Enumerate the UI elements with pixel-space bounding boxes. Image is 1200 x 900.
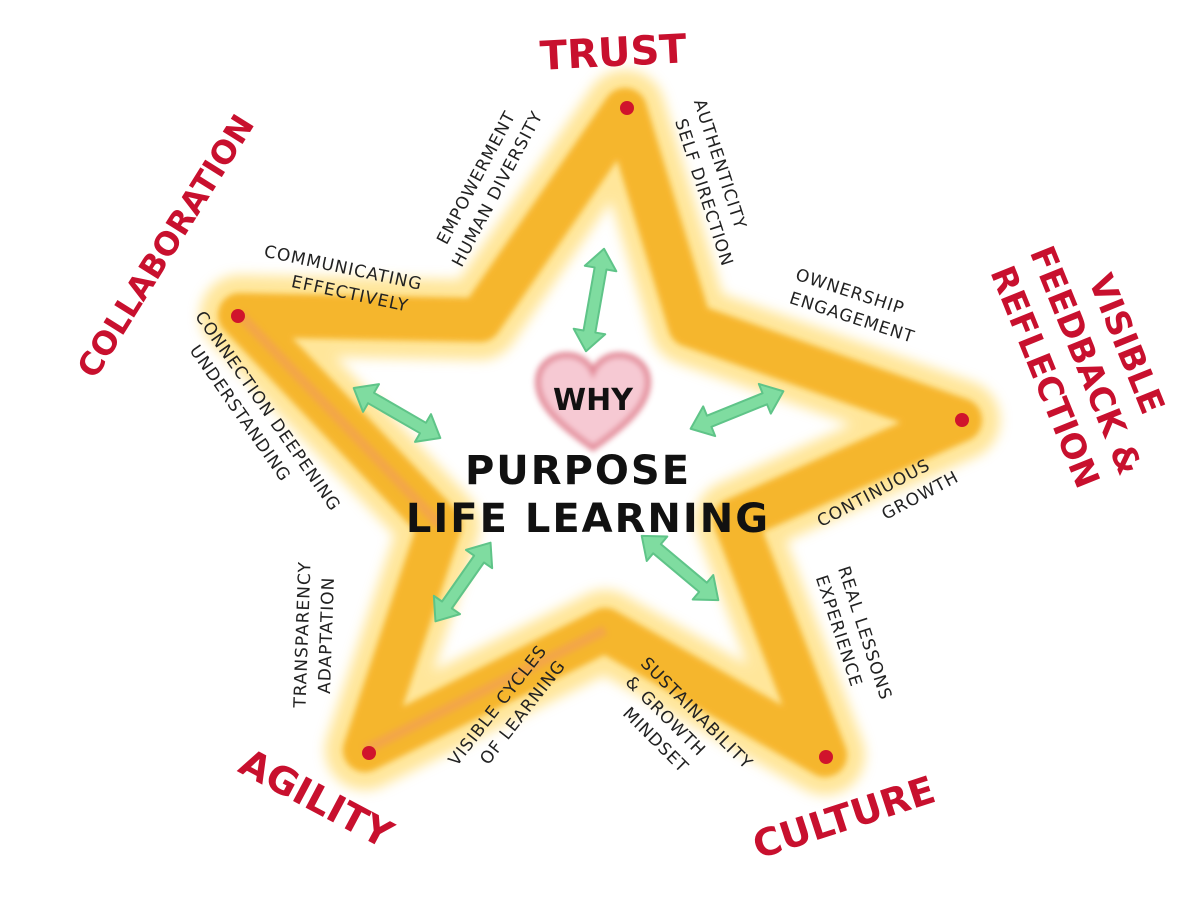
heart-icon: WHY — [534, 351, 652, 452]
tip-dot-left — [231, 309, 245, 323]
double-arrow-icon — [432, 541, 494, 623]
double-arrow-icon — [572, 247, 618, 353]
star-outline — [200, 70, 1000, 795]
note-transparency-line1: TRANSPARENCY — [290, 561, 315, 709]
label-trust: TRUST — [539, 26, 689, 80]
star-pink-tint — [236, 311, 608, 755]
tip-dot-top — [620, 101, 634, 115]
arrows — [352, 247, 785, 623]
star-tip-dots — [231, 101, 969, 764]
center-life-learning: LIFE LEARNING — [406, 496, 770, 542]
double-arrow-icon — [352, 383, 442, 443]
double-arrow-icon — [640, 534, 720, 602]
tip-dot-bottom-right — [819, 750, 833, 764]
heart-why-text: WHY — [553, 383, 634, 418]
label-visible-feedback-reflection: VISIBLE FEEDBACK & REFLECTION — [982, 241, 1172, 494]
note-transparency: TRANSPARENCY ADAPTATION — [290, 561, 339, 709]
tip-dot-right — [955, 413, 969, 427]
double-arrow-icon — [689, 382, 785, 438]
note-transparency-line2: ADAPTATION — [315, 576, 339, 694]
tip-dot-bottom-left — [362, 746, 376, 760]
center-purpose: PURPOSE — [465, 448, 691, 494]
